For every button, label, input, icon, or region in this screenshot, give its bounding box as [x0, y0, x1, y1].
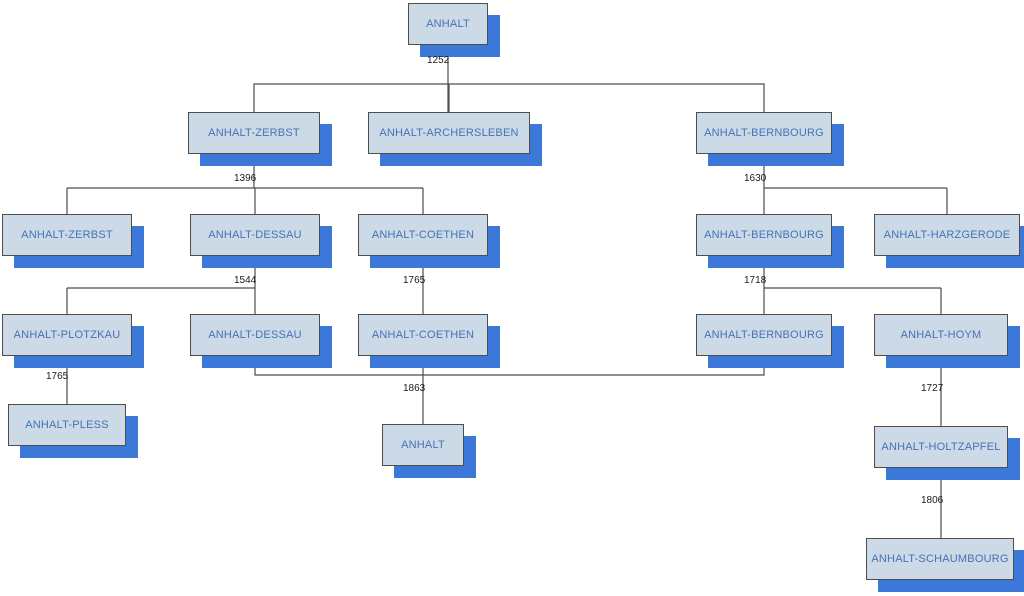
node-anhalt-pless[interactable]: ANHALT-PLESS: [8, 404, 126, 446]
node-anhalt-schaumbourg[interactable]: ANHALT-SCHAUMBOURG: [866, 538, 1014, 580]
node-anhalt-bernbourg-r3[interactable]: ANHALT-BERNBOURG: [696, 214, 832, 256]
node-anhalt-archersleben[interactable]: ANHALT-ARCHERSLEBEN: [368, 112, 530, 154]
node-anhalt-zerbst-r2[interactable]: ANHALT-ZERBST: [188, 112, 320, 154]
edge-label-year-1765-coethen: 1765: [403, 275, 426, 286]
node-anhalt-coethen-r3[interactable]: ANHALT-COETHEN: [358, 214, 488, 256]
node-anhalt-dessau-r4[interactable]: ANHALT-DESSAU: [190, 314, 320, 356]
edge-label-year-1396: 1396: [234, 173, 257, 184]
node-anhalt-root[interactable]: ANHALT: [408, 3, 488, 45]
edge-label-year-1718: 1718: [744, 275, 767, 286]
node-anhalt-bernbourg-r4[interactable]: ANHALT-BERNBOURG: [696, 314, 832, 356]
node-anhalt-harzgerode[interactable]: ANHALT-HARZGERODE: [874, 214, 1020, 256]
node-anhalt-plotzkau[interactable]: ANHALT-PLOTZKAU: [2, 314, 132, 356]
node-anhalt-coethen-r4[interactable]: ANHALT-COETHEN: [358, 314, 488, 356]
connector-row3-right-split: [763, 187, 948, 214]
edge-label-year-1863: 1863: [403, 383, 426, 394]
node-anhalt-dessau-r3[interactable]: ANHALT-DESSAU: [190, 214, 320, 256]
connector-row4-right-split: [763, 287, 942, 314]
node-anhalt-bernbourg-r2[interactable]: ANHALT-BERNBOURG: [696, 112, 832, 154]
edge-label-year-1806: 1806: [921, 495, 944, 506]
edge-label-year-1765-plotzkau: 1765: [46, 371, 69, 382]
node-anhalt-hoym[interactable]: ANHALT-HOYM: [874, 314, 1008, 356]
node-anhalt-holtzapfel[interactable]: ANHALT-HOLTZAPFEL: [874, 426, 1008, 468]
node-anhalt-reunified[interactable]: ANHALT: [382, 424, 464, 466]
node-anhalt-zerbst-r3[interactable]: ANHALT-ZERBST: [2, 214, 132, 256]
edge-label-year-1727: 1727: [921, 383, 944, 394]
connector-row2-split-bar: [253, 83, 765, 112]
connector-row3-left-split: [66, 187, 424, 214]
edge-label-year-1544: 1544: [234, 275, 257, 286]
edge-label-year-1630: 1630: [744, 173, 767, 184]
edge-label-year-1252: 1252: [427, 55, 450, 66]
connector-row4-left-split: [66, 287, 256, 314]
